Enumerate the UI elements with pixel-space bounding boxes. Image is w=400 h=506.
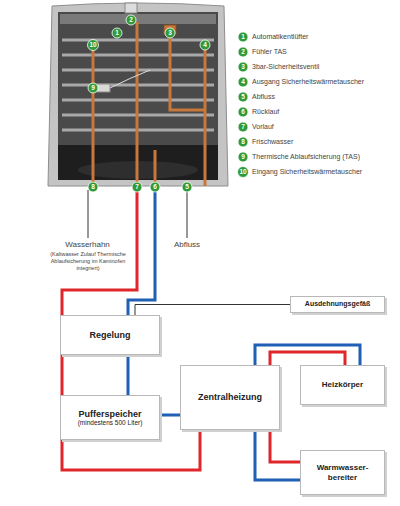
- callout-number: 1: [236, 32, 250, 42]
- callout-number: 5: [236, 92, 250, 102]
- stove-pipes: [62, 186, 155, 315]
- part-name: Abfluss: [252, 92, 398, 102]
- callout-number: 5: [180, 182, 194, 192]
- callout-number: 2: [236, 47, 250, 57]
- part-name: Abfluss: [162, 240, 212, 250]
- process-box: Regelung: [60, 315, 160, 355]
- callout-number: 7: [130, 182, 144, 192]
- process-box: Pufferspeicher(mindestens 500 Liter): [60, 395, 160, 440]
- box-label: Warmwasser- bereiter: [304, 463, 381, 481]
- part-name: Vorlauf: [252, 122, 398, 132]
- callout-number: 6: [236, 107, 250, 117]
- callout-number: 10: [86, 40, 100, 50]
- callout-number: 8: [236, 137, 250, 147]
- pipe-connector: [270, 430, 300, 462]
- stove-illustration: [48, 3, 228, 186]
- box-label: Regelung: [89, 330, 130, 340]
- part-name: Thermische Ablaufsicherung (TAS): [252, 152, 398, 162]
- box-label: Zentralheizung: [198, 392, 262, 402]
- callout-number: 1: [110, 28, 124, 38]
- callout-number: 8: [86, 182, 100, 192]
- pipe-connector: [255, 430, 300, 480]
- part-name: (Kaltwasser Zulauf Thermische Ablaufsich…: [46, 251, 130, 272]
- part-name: Wasserhahn: [40, 240, 135, 250]
- pipe-connector: [61, 355, 64, 395]
- part-name: 3bar-Sicherheitsventil: [252, 62, 398, 72]
- box-label: Ausdehnungsgefäß: [305, 300, 370, 308]
- callout-number: 4: [236, 77, 250, 87]
- part-name: Eingang Sicherheitswärmetauscher: [252, 167, 398, 177]
- process-box: Ausdehnungsgefäß: [290, 296, 385, 313]
- callout-number: 6: [148, 182, 162, 192]
- part-name: Ausgang Sicherheitswärmetauscher: [252, 77, 398, 87]
- callout-number: 3: [236, 62, 250, 72]
- box-label: Heizkörper: [322, 380, 363, 389]
- callout-number: 10: [236, 167, 250, 177]
- pipe-connector: [255, 345, 360, 365]
- callout-number: 9: [86, 83, 100, 93]
- process-box: Zentralheizung: [180, 365, 280, 430]
- part-name: Rücklauf: [252, 107, 398, 117]
- callout-circles: [88, 15, 249, 192]
- part-name: Automatikentlüfter: [252, 32, 398, 42]
- process-box: Warmwasser- bereiter: [300, 450, 385, 495]
- part-name: Frischwasser: [252, 137, 398, 147]
- callout-number: 9: [236, 152, 250, 162]
- callout-number: 2: [124, 15, 138, 25]
- process-box: Heizkörper: [300, 365, 385, 405]
- callout-number: 7: [236, 122, 250, 132]
- box-label: (mindestens 500 Liter): [78, 419, 143, 426]
- pipe-connector: [270, 352, 345, 365]
- callout-number: 3: [163, 28, 177, 38]
- line-connector: [135, 305, 290, 316]
- part-name: Fühler TAS: [252, 47, 398, 57]
- callout-number: 4: [198, 40, 212, 50]
- pipe-connector: [160, 414, 180, 417]
- pipe-connector: [127, 355, 130, 395]
- box-label: Pufferspeicher: [78, 409, 141, 419]
